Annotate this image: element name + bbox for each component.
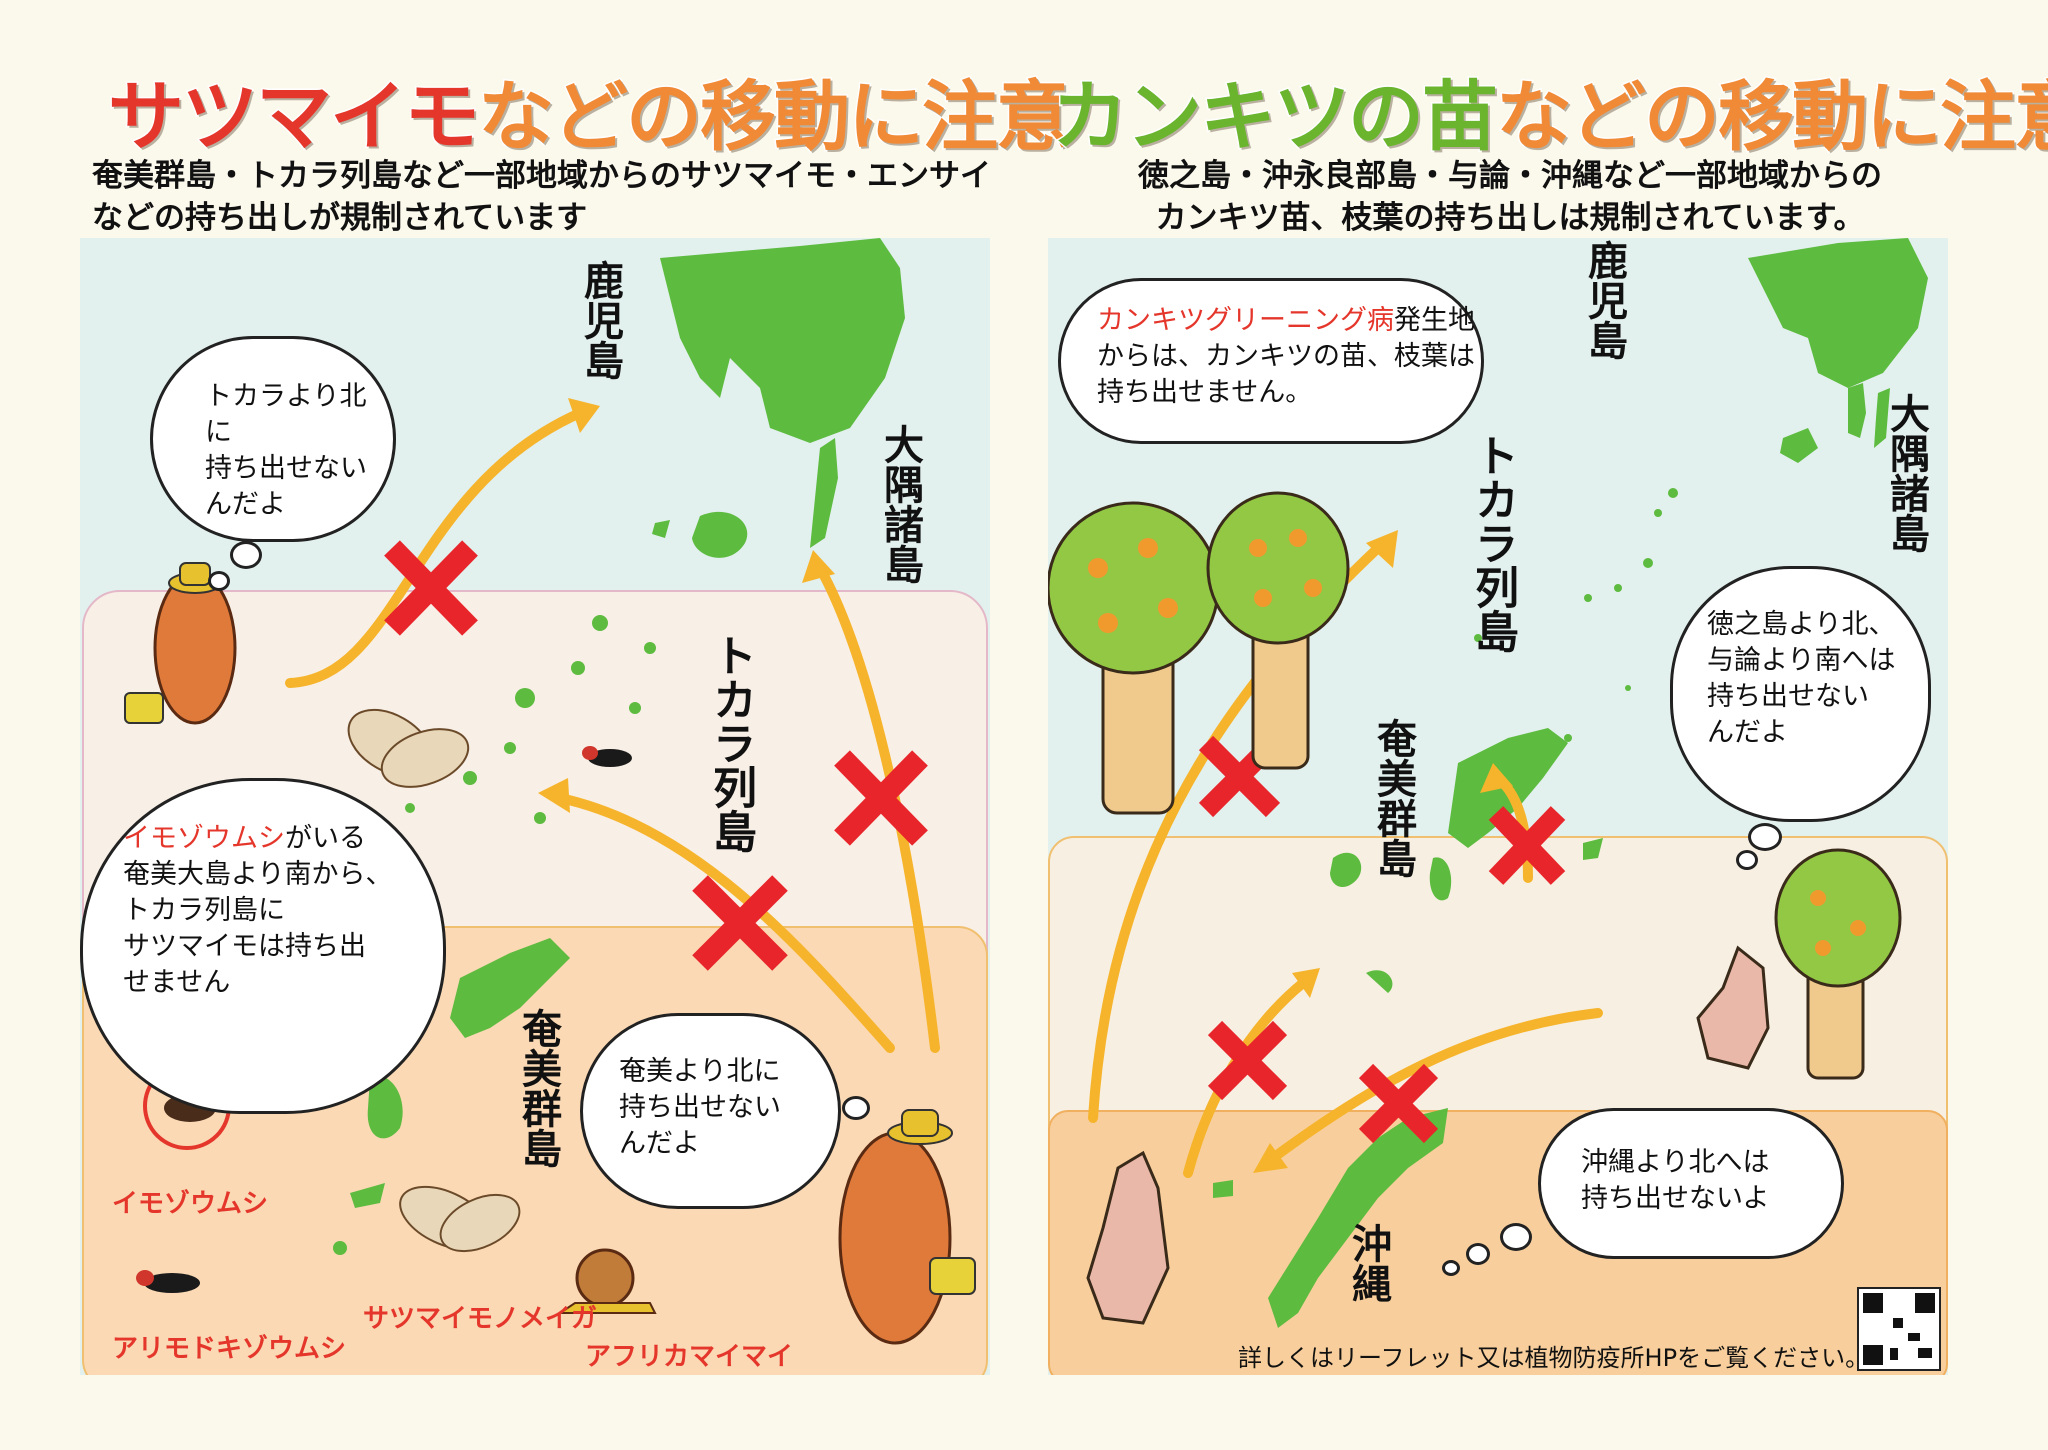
cloud-dot bbox=[230, 541, 262, 569]
left-label-osumi: 大隅諸島 bbox=[877, 424, 923, 584]
left-map-graphics bbox=[124, 238, 976, 1345]
left-subtitle-line1: 奄美群島・トカラ列島など一部地域からのサツマイモ・エンサイ bbox=[92, 158, 991, 194]
right-bubble-disease-highlight: カンキツグリーニング病 bbox=[1097, 305, 1394, 336]
left-map-panel: 鹿児島 大隅諸島 トカラ列島 奄美群島 トカラより北に 持ち出せない んだよ イ… bbox=[80, 238, 990, 1375]
left-subtitle: 奄美群島・トカラ列島など一部地域からのサツマイモ・エンサイ などの持ち出しが規制… bbox=[92, 155, 991, 239]
pest-meiga-icon bbox=[399, 1185, 521, 1253]
sick-tree-2 bbox=[1086, 1150, 1170, 1325]
sick-tree-1 bbox=[1696, 945, 1770, 1070]
cloud-dot bbox=[842, 1096, 870, 1120]
left-bubble-pest-highlight: イモゾウムシ bbox=[123, 823, 285, 854]
right-label-osumi: 大隅諸島 bbox=[1883, 393, 1929, 553]
right-subtitle-line2: カンキツ苗、枝葉の持ち出しは規制されています。 bbox=[1155, 200, 1865, 236]
kagoshima-land bbox=[660, 238, 905, 443]
left-bubble-amami: 奄美より北に 持ち出せない んだよ bbox=[580, 1013, 841, 1209]
right-bubble-disease-text: カンキツグリーニング病発生地 からは、カンキツの苗、枝葉は 持ち出せません。 bbox=[1061, 281, 1481, 411]
left-label-kagoshima: 鹿児島 bbox=[577, 260, 623, 380]
tokara-islands bbox=[1474, 488, 1678, 742]
arrow-tokuno-north bbox=[1498, 778, 1533, 883]
right-bubble-okinawa: 沖縄より北へは 持ち出せないよ bbox=[1538, 1108, 1844, 1259]
left-title-highlight: サツマイモ bbox=[107, 71, 482, 163]
cloud-dot bbox=[1500, 1223, 1532, 1251]
right-label-tokara: トカラ列島 bbox=[1467, 433, 1518, 653]
cloud-dot bbox=[1736, 850, 1758, 870]
osumi-island-small bbox=[692, 511, 748, 558]
citrus-tree-2 bbox=[1206, 491, 1350, 770]
pest-label-arimodoki: アリモドキゾウムシ bbox=[112, 1334, 347, 1364]
pest-label-imozoumushi: イモゾウムシ bbox=[112, 1189, 269, 1219]
right-label-kagoshima: 鹿児島 bbox=[1581, 240, 1627, 360]
left-title-rest: などの移動に注意 bbox=[477, 71, 1074, 163]
right-subtitle: 徳之島・沖永良部島・与論・沖縄など一部地域からの カンキツ苗、枝葉の持ち出しは規… bbox=[1050, 155, 1970, 239]
left-title: サツマイモなどの移動に注意 bbox=[107, 55, 1074, 165]
right-map-graphics bbox=[1048, 238, 1941, 1371]
right-subtitle-line1: 徳之島・沖永良部島・与論・沖縄など一部地域からの bbox=[1138, 158, 1882, 194]
right-label-amami: 奄美群島 bbox=[1370, 718, 1416, 878]
cloud-dot bbox=[1466, 1243, 1490, 1265]
kagoshima-land bbox=[1748, 238, 1928, 388]
right-bubble-okinawa-text: 沖縄より北へは 持ち出せないよ bbox=[1581, 1147, 1770, 1214]
right-bubble-tokuno-text: 徳之島より北、 与論より南へは 持ち出せない んだよ bbox=[1707, 609, 1896, 748]
left-subtitle-line2: などの持ち出しが規制されています bbox=[92, 200, 588, 236]
right-footer: 詳しくはリーフレット又は植物防疫所HPをご覧ください。 bbox=[1238, 1344, 1870, 1372]
left-bubble-pest-rest: がいる 奄美大島より南から、 トカラ列島に サツマイモは持ち出 せません bbox=[123, 823, 393, 998]
amami-oshima bbox=[450, 938, 570, 1038]
left-label-amami: 奄美群島 bbox=[515, 1008, 561, 1168]
right-bubble-tokuno: 徳之島より北、 与論より南へは 持ち出せない んだよ bbox=[1670, 566, 1931, 822]
left-bubble-amami-text: 奄美より北に 持ち出せない んだよ bbox=[619, 1056, 781, 1159]
left-bubble-pest-text: イモゾウムシがいる 奄美大島より南から、 トカラ列島に サツマイモは持ち出 せま… bbox=[83, 781, 443, 1001]
left-label-tokara: トカラ列島 bbox=[705, 633, 756, 853]
citrus-tree-1 bbox=[1048, 501, 1220, 815]
pest-label-meiga: サツマイモノメイガ bbox=[363, 1304, 598, 1334]
pest-label-maimai: アフリカマイマイ bbox=[585, 1342, 794, 1372]
arrow-to-okinawa bbox=[1268, 1008, 1603, 1163]
sweet-potato-character-1 bbox=[124, 562, 237, 725]
pest-maimai-icon bbox=[556, 1248, 657, 1314]
qr-code-icon bbox=[1857, 1287, 1941, 1371]
cloud-dot bbox=[208, 571, 230, 591]
osumi-islands bbox=[1874, 388, 1890, 448]
cloud-dot bbox=[1442, 1260, 1460, 1276]
beetle-1 bbox=[582, 746, 632, 767]
arrow-to-osumi bbox=[815, 563, 940, 1053]
left-bubble-pest: イモゾウムシがいる 奄美大島より南から、 トカラ列島に サツマイモは持ち出 せま… bbox=[80, 778, 446, 1114]
moth-1 bbox=[347, 708, 470, 788]
left-bubble-tokara-text: トカラより北に 持ち出せない んだよ bbox=[205, 381, 367, 520]
left-bubble-tokara: トカラより北に 持ち出せない んだよ bbox=[150, 336, 396, 542]
right-title-highlight: カンキツの苗 bbox=[1051, 71, 1500, 163]
okinawa-land bbox=[1268, 1108, 1448, 1328]
right-bubble-disease-rest: 発生地 からは、カンキツの苗、枝葉は 持ち出せません。 bbox=[1097, 305, 1475, 408]
sweet-potato-character-2 bbox=[838, 1109, 976, 1345]
right-map-panel: 鹿児島 大隅諸島 トカラ列島 奄美群島 沖縄 カンキツグリーニング病発生地 から… bbox=[1048, 238, 1948, 1375]
right-bubble-disease: カンキツグリーニング病発生地 からは、カンキツの苗、枝葉は 持ち出せません。 bbox=[1058, 278, 1484, 444]
right-title-rest: などの移動に注意 bbox=[1495, 71, 2048, 163]
tokara-islands bbox=[405, 615, 656, 824]
osumi-islands bbox=[810, 438, 838, 548]
right-label-okinawa: 沖縄 bbox=[1345, 1223, 1391, 1303]
pest-arimodoki-icon bbox=[136, 1270, 200, 1293]
cloud-dot bbox=[1748, 823, 1782, 851]
citrus-tree-3 bbox=[1774, 848, 1902, 1080]
right-title: カンキツの苗などの移動に注意 bbox=[1051, 55, 2048, 165]
